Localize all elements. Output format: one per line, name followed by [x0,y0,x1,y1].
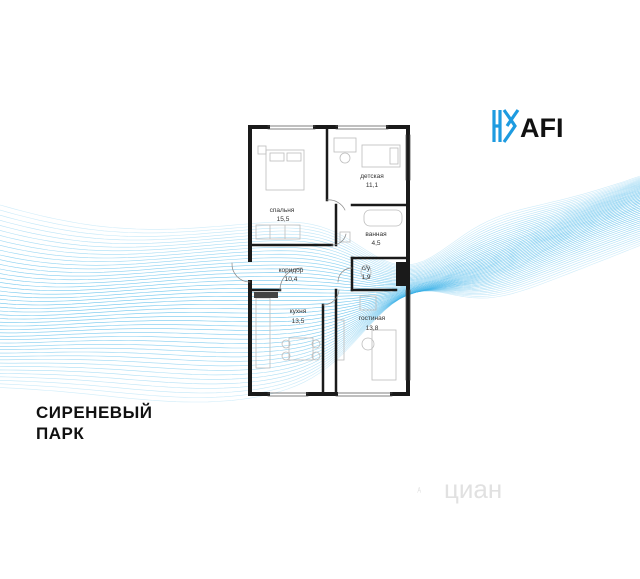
wave-strand [0,207,640,323]
wave-strand [0,234,640,380]
wave-strand [0,179,640,271]
wave-strand [0,188,640,282]
living-coffee-table [361,337,375,351]
wave-strand [0,175,640,266]
cian-logo-icon [417,486,422,493]
kids-bed [361,144,401,168]
project-title-line-1: СИРЕНЕВЫЙ [36,403,153,422]
wave-strand [0,178,640,270]
room-area-bathroom: 4,5 [371,240,380,247]
living-armchair [359,295,377,311]
room-area-wc: 1,9 [361,274,370,281]
room-label-corridor: коридор [279,267,304,274]
bathroom-sink [339,231,351,243]
kitchen-chair [311,339,321,349]
room-area-kids: 11,1 [366,182,379,189]
bathtub [363,209,403,227]
bedroom-pillow-left [269,152,285,162]
room-area-kitchen: 13,5 [292,318,305,325]
wave-strand [0,211,640,330]
wave-strand [0,183,640,276]
wave-strand [0,222,640,353]
afi-mark-icon [492,109,520,143]
wave-strand [0,186,640,279]
kitchen-table [288,337,314,361]
room-label-kitchen: кухня [290,308,307,315]
room-labels: спальня 15,5 детская 11,1 ванная 4,5 с/у… [270,173,387,332]
bedroom-bed [265,149,305,191]
wave-strand [0,199,640,306]
room-label-bathroom: ванная [365,231,387,238]
wave-strand [0,226,640,362]
wave-strand [0,209,640,327]
bedroom-pillow-right [286,152,302,162]
wave-strand [0,182,640,275]
kitchen-vent-block [254,292,278,298]
room-label-living: гостиная [359,315,386,322]
room-label-bedroom: спальня [270,207,295,214]
brand-logo-text: AFI [520,113,564,143]
wave-strand [0,198,640,302]
wave-strand [0,177,640,268]
wave-strand [0,202,640,313]
bedroom-nightstand [257,145,267,155]
wave-strand [0,185,640,278]
wave-strand [0,192,640,288]
wave-strand [0,180,640,272]
windows [267,125,411,397]
kitchen-counter [255,297,271,369]
wave-strand [0,212,640,334]
project-title: СИРЕНЕВЫЙ ПАРК [36,402,152,444]
wave-strand [0,228,640,367]
cian-watermark-text: циан [444,474,503,504]
wave-strand [0,230,640,371]
wave-strand [0,216,640,341]
wc-toilet [360,264,372,280]
wave-strand [0,239,640,389]
walls-layer [231,125,411,397]
wave-strand [0,241,640,394]
kids-desk [333,137,357,153]
wave-strand [0,176,640,267]
wave-strand [0,187,640,280]
shaft-block [396,262,406,286]
kitchen-chair [281,351,291,361]
wave-ribbon-decoration [0,175,640,403]
room-area-living: 13,8 [366,325,379,332]
kids-chair [339,152,351,164]
project-title-line-2: ПАРК [36,424,85,443]
wave-strand [0,206,640,320]
kids-pillow [389,147,399,165]
wave-strand [0,190,640,284]
wave-strand [0,196,640,299]
wave-strand [0,220,640,349]
wave-strand [0,195,640,295]
wave-strand [0,236,640,385]
apartment-plan: спальня 15,5 детская 11,1 ванная 4,5 с/у… [231,125,411,397]
kitchen-chair [281,339,291,349]
living-sofa [371,329,397,381]
wave-strand [0,218,640,344]
wave-strand [0,243,640,398]
wave-strand [0,189,640,283]
room-area-corridor: 10,4 [285,276,298,283]
wave-strand [0,214,640,337]
kitchen-chair [311,351,321,361]
wave-strand [0,245,640,403]
wave-strand [0,201,640,309]
room-label-wc: с/у [362,265,371,272]
room-label-kids: детская [360,173,384,180]
bedroom-wardrobe [255,224,301,240]
door-swings [231,199,353,306]
wave-strand [0,194,640,291]
wave-strand [0,204,640,316]
room-area-bedroom: 15,5 [277,216,290,223]
wave-strand [0,191,640,286]
